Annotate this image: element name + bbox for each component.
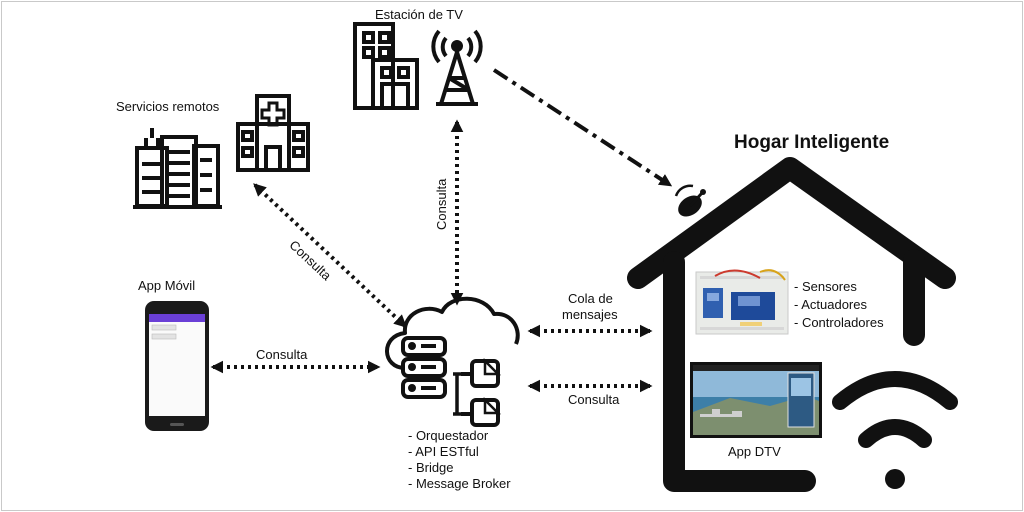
device-item: - Sensores [794,279,857,294]
server-stack-icon [401,336,447,399]
broadcast-signal-line [492,68,673,187]
queue-label-line2: mensajes [562,307,618,322]
component-item: - Message Broker [408,476,511,491]
remote-services-label: Servicios remotos [116,99,220,114]
component-item: - Bridge [408,460,454,475]
mobile-query-label: Consulta [256,347,308,362]
connection-remote-services [253,183,407,328]
wifi-icon [832,371,958,489]
antenna-tower-icon [431,29,483,106]
mobile-app-label: App Móvil [138,278,196,293]
component-item: - API ESTful [408,444,479,459]
device-item: - Actuadores [794,297,867,312]
tv-station-label: Estación de TV [375,7,463,22]
dtv-screen-image [690,362,822,438]
cloud-components-list: - Orquestador - API ESTful - Bridge - Me… [408,428,511,492]
diagram-title: Hogar Inteligente [734,132,890,153]
queue-label-line1: Cola de [568,291,613,306]
city-buildings-icon [133,128,222,209]
house-outline [627,157,956,492]
tv-query-label: Consulta [434,178,449,230]
device-item: - Controladores [794,315,884,330]
iot-breadboard-image [695,269,789,335]
database-tables-icon [461,357,502,427]
hospital-icon [236,94,310,172]
mobile-phone-icon [145,301,209,431]
cloud-icon [385,296,520,370]
satellite-dish-icon [674,184,706,217]
connector-bracket-icon [453,372,461,416]
home-devices-list: - Sensores - Actuadores - Controladores [794,278,884,332]
tv-station-building-icon [353,22,419,110]
component-item: - Orquestador [408,428,489,443]
home-query-label: Consulta [568,392,620,407]
dtv-app-label: App DTV [728,444,781,459]
